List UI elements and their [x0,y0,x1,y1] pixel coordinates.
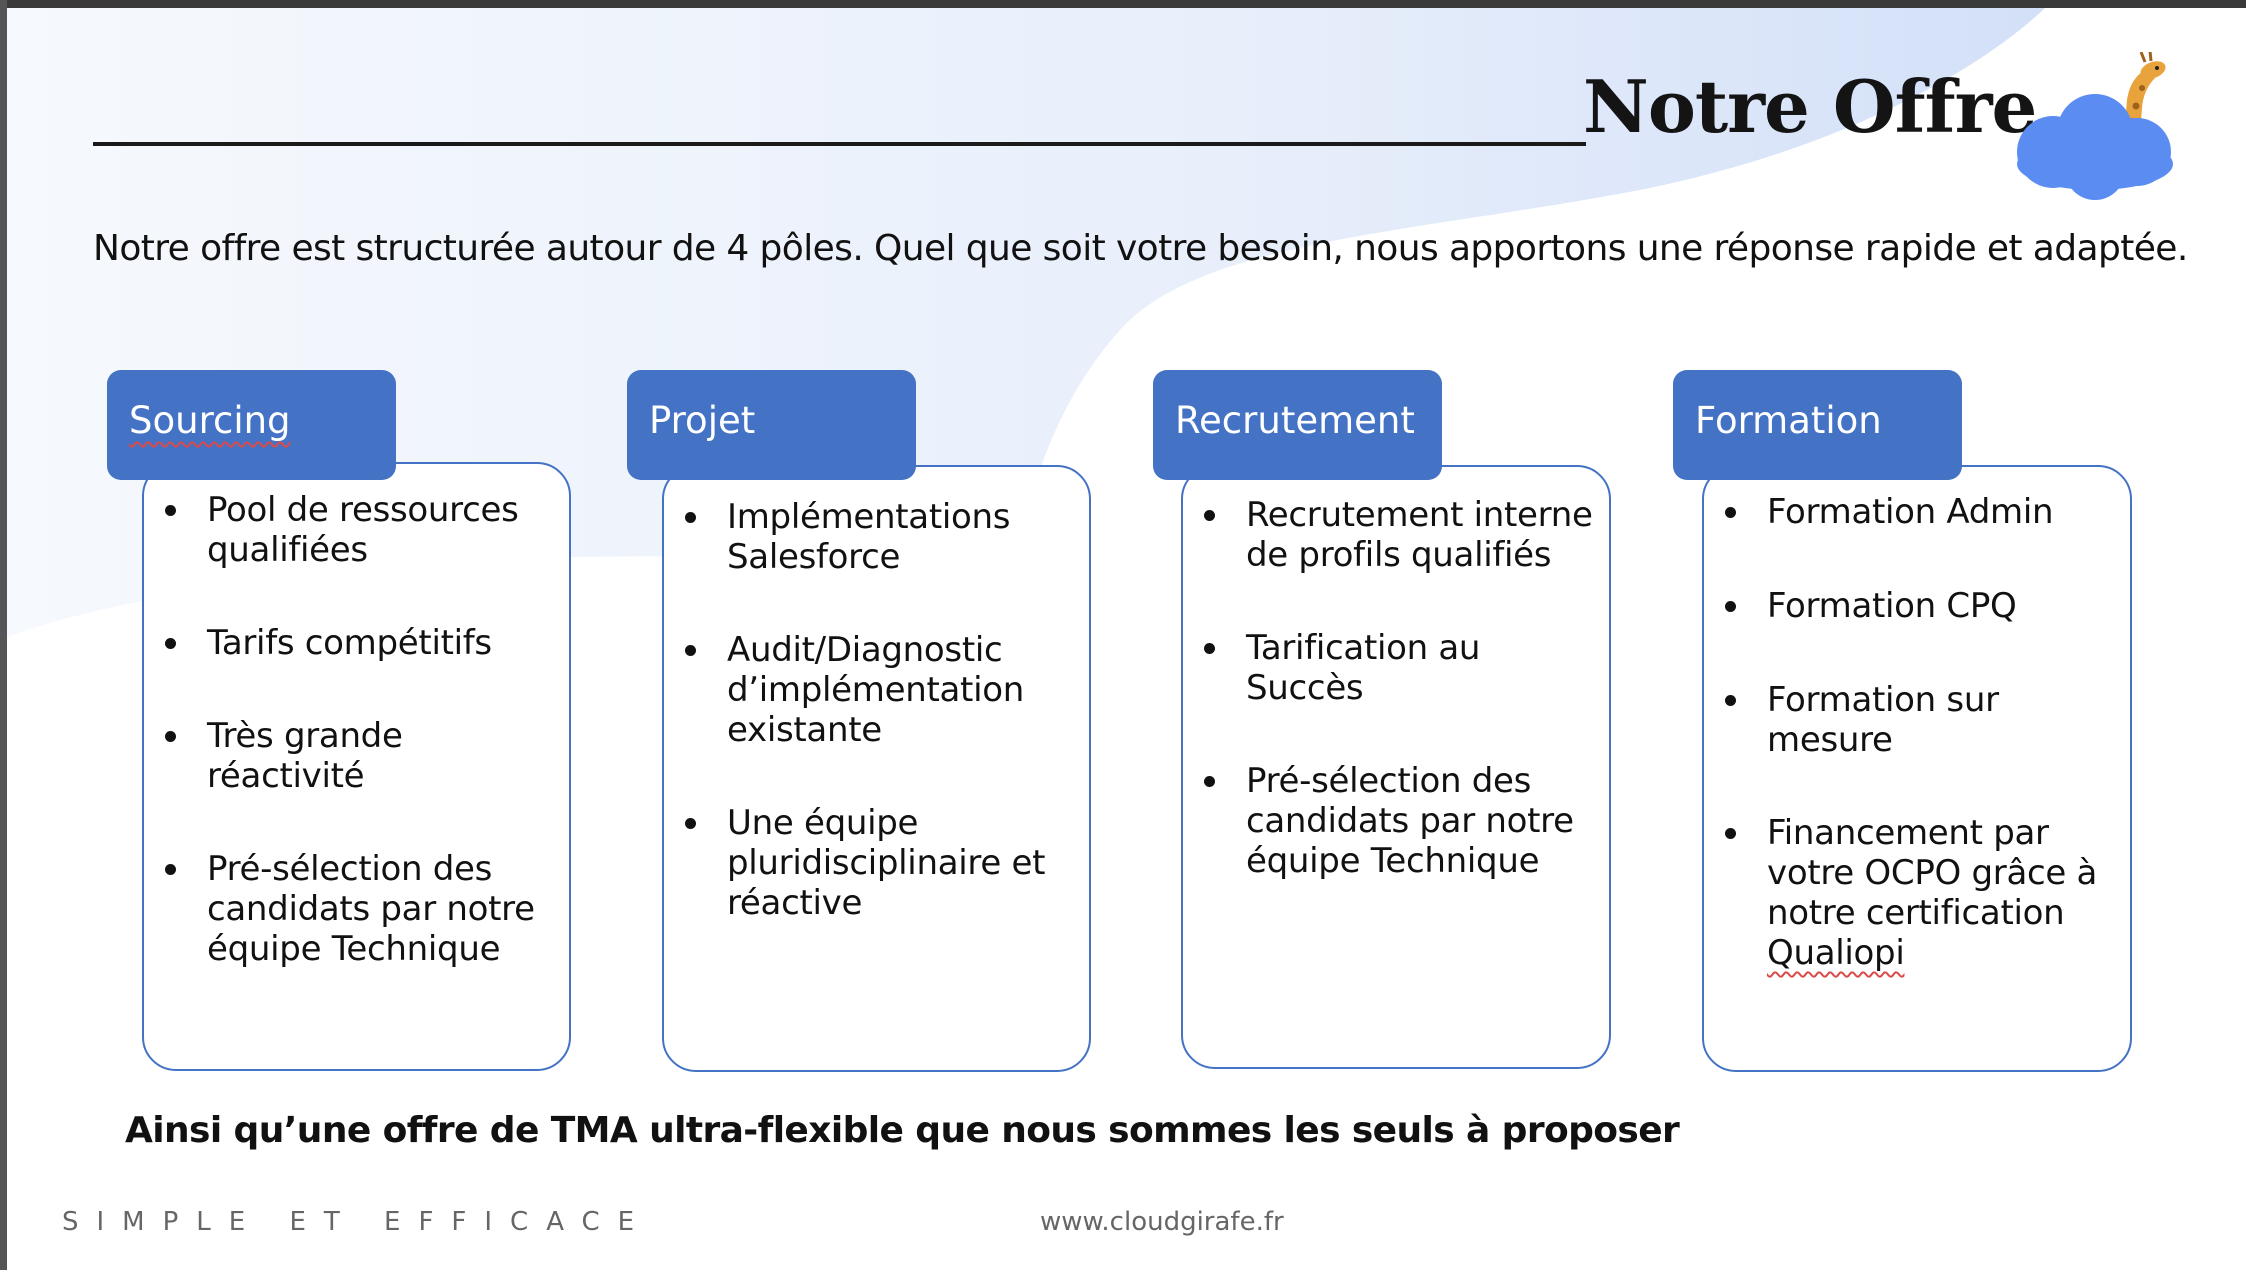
pole-card-formation [1702,465,2132,1072]
qualiopi-word: Qualiopi [1767,933,1905,973]
list-item: Tarification au Succès [1196,628,1596,708]
pole-list-formation: Formation Admin Formation CPQ Formation … [1717,492,2112,973]
list-item: Formation CPQ [1717,586,2112,626]
cloud-giraffe-logo-icon [2017,52,2173,200]
list-item-text: Financement par votre OCPO grâce à notre… [1767,813,2098,933]
list-item: Très grande réactivité [157,716,552,796]
page-title: Notre Offre [1583,64,2037,149]
pole-card-recrutement [1181,465,1611,1069]
list-item: Formation Admin [1717,492,2112,532]
list-item: Tarifs compétitifs [157,623,552,663]
window-left-edge [0,0,7,1270]
pole-header-projet: Projet [627,370,916,480]
pole-list-recrutement: Recrutement interne de profils qualifiés… [1196,495,1596,881]
list-item: Pré-sélection des candidats par notre éq… [157,849,552,969]
pole-title-recrutement: Recrutement [1175,399,1415,442]
list-item: Pool de ressources qualifiées [157,490,552,570]
pole-card-projet [662,465,1091,1072]
window-top-bar [0,0,2246,8]
list-item: Formation sur mesure [1717,680,2112,760]
footer-website-link[interactable]: www.cloudgirafe.fr [1040,1207,1284,1237]
title-rule [93,142,1586,146]
list-item: Pré-sélection des candidats par notre éq… [1196,761,1596,881]
pole-title-sourcing: Sourcing [129,399,291,442]
pole-header-recrutement: Recrutement [1153,370,1442,480]
intro-text: Notre offre est structurée autour de 4 p… [93,228,2188,269]
list-item: Recrutement interne de profils qualifiés [1196,495,1596,575]
pole-list-projet: Implémentations Salesforce Audit/Diagnos… [677,497,1072,923]
pole-header-sourcing: Sourcing [107,370,396,480]
list-item: Financement par votre OCPO grâce à notre… [1717,813,2112,973]
list-item: Implémentations Salesforce [677,497,1072,577]
tma-tagline: Ainsi qu’une offre de TMA ultra-flexible… [125,1110,1680,1151]
pole-card-sourcing [142,462,571,1071]
list-item: Une équipe pluridisciplinaire et réactiv… [677,803,1072,923]
footer-slogan: SIMPLE ET EFFICACE [62,1207,653,1237]
pole-list-sourcing: Pool de ressources qualifiées Tarifs com… [157,490,552,969]
pole-header-formation: Formation [1673,370,1962,480]
pole-title-projet: Projet [649,399,756,442]
pole-title-formation: Formation [1695,399,1882,442]
list-item: Audit/Diagnostic d’implémentation exista… [677,630,1072,750]
